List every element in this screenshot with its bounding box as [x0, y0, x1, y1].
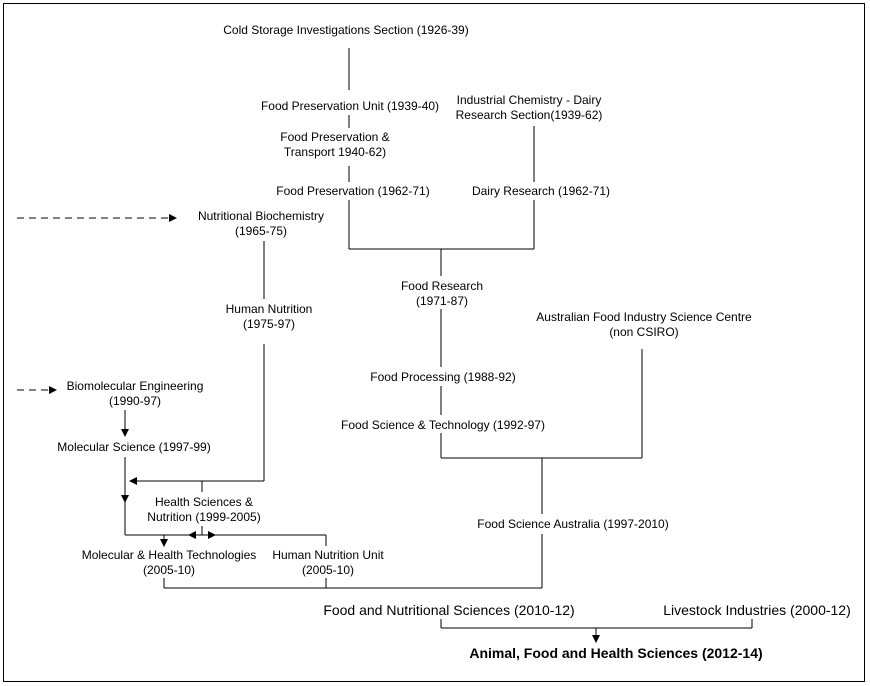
node-biomolecular-engineering: Biomolecular Engineering (1990-97)	[58, 379, 212, 409]
node-industrial-chemistry-dairy: Industrial Chemistry - Dairy Research Se…	[446, 93, 612, 123]
node-afisc: Australian Food Industry Science Centre …	[526, 310, 762, 340]
node-food-processing: Food Processing (1988-92)	[361, 370, 525, 385]
node-livestock-industries: Livestock Industries (2000-12)	[660, 602, 854, 618]
node-health-sciences-nutrition: Health Sciences & Nutrition (1999-2005)	[134, 495, 274, 525]
node-human-nutrition: Human Nutrition (1975-97)	[217, 302, 321, 332]
diagram-border	[3, 3, 865, 682]
node-molecular-science: Molecular Science (1997-99)	[42, 440, 226, 455]
node-cold-storage: Cold Storage Investigations Section (192…	[216, 23, 476, 38]
node-food-preservation-unit: Food Preservation Unit (1939-40)	[252, 99, 448, 114]
node-food-nutritional-sciences: Food and Nutritional Sciences (2010-12)	[320, 602, 578, 618]
node-molecular-health-technologies: Molecular & Health Technologies (2005-10…	[70, 548, 268, 578]
node-dairy-research: Dairy Research (1962-71)	[462, 184, 620, 199]
node-food-research: Food Research (1971-87)	[392, 279, 492, 309]
node-food-science-australia: Food Science Australia (1997-2010)	[468, 517, 678, 532]
node-animal-food-health-sciences: Animal, Food and Health Sciences (2012-1…	[466, 645, 766, 661]
node-nutritional-biochemistry: Nutritional Biochemistry (1965-75)	[190, 209, 332, 239]
node-human-nutrition-unit: Human Nutrition Unit (2005-10)	[264, 548, 392, 578]
node-food-preservation-transport: Food Preservation & Transport 1940-62)	[273, 130, 397, 160]
node-food-preservation: Food Preservation (1962-71)	[268, 184, 438, 199]
node-food-science-technology: Food Science & Technology (1992-97)	[330, 418, 556, 433]
